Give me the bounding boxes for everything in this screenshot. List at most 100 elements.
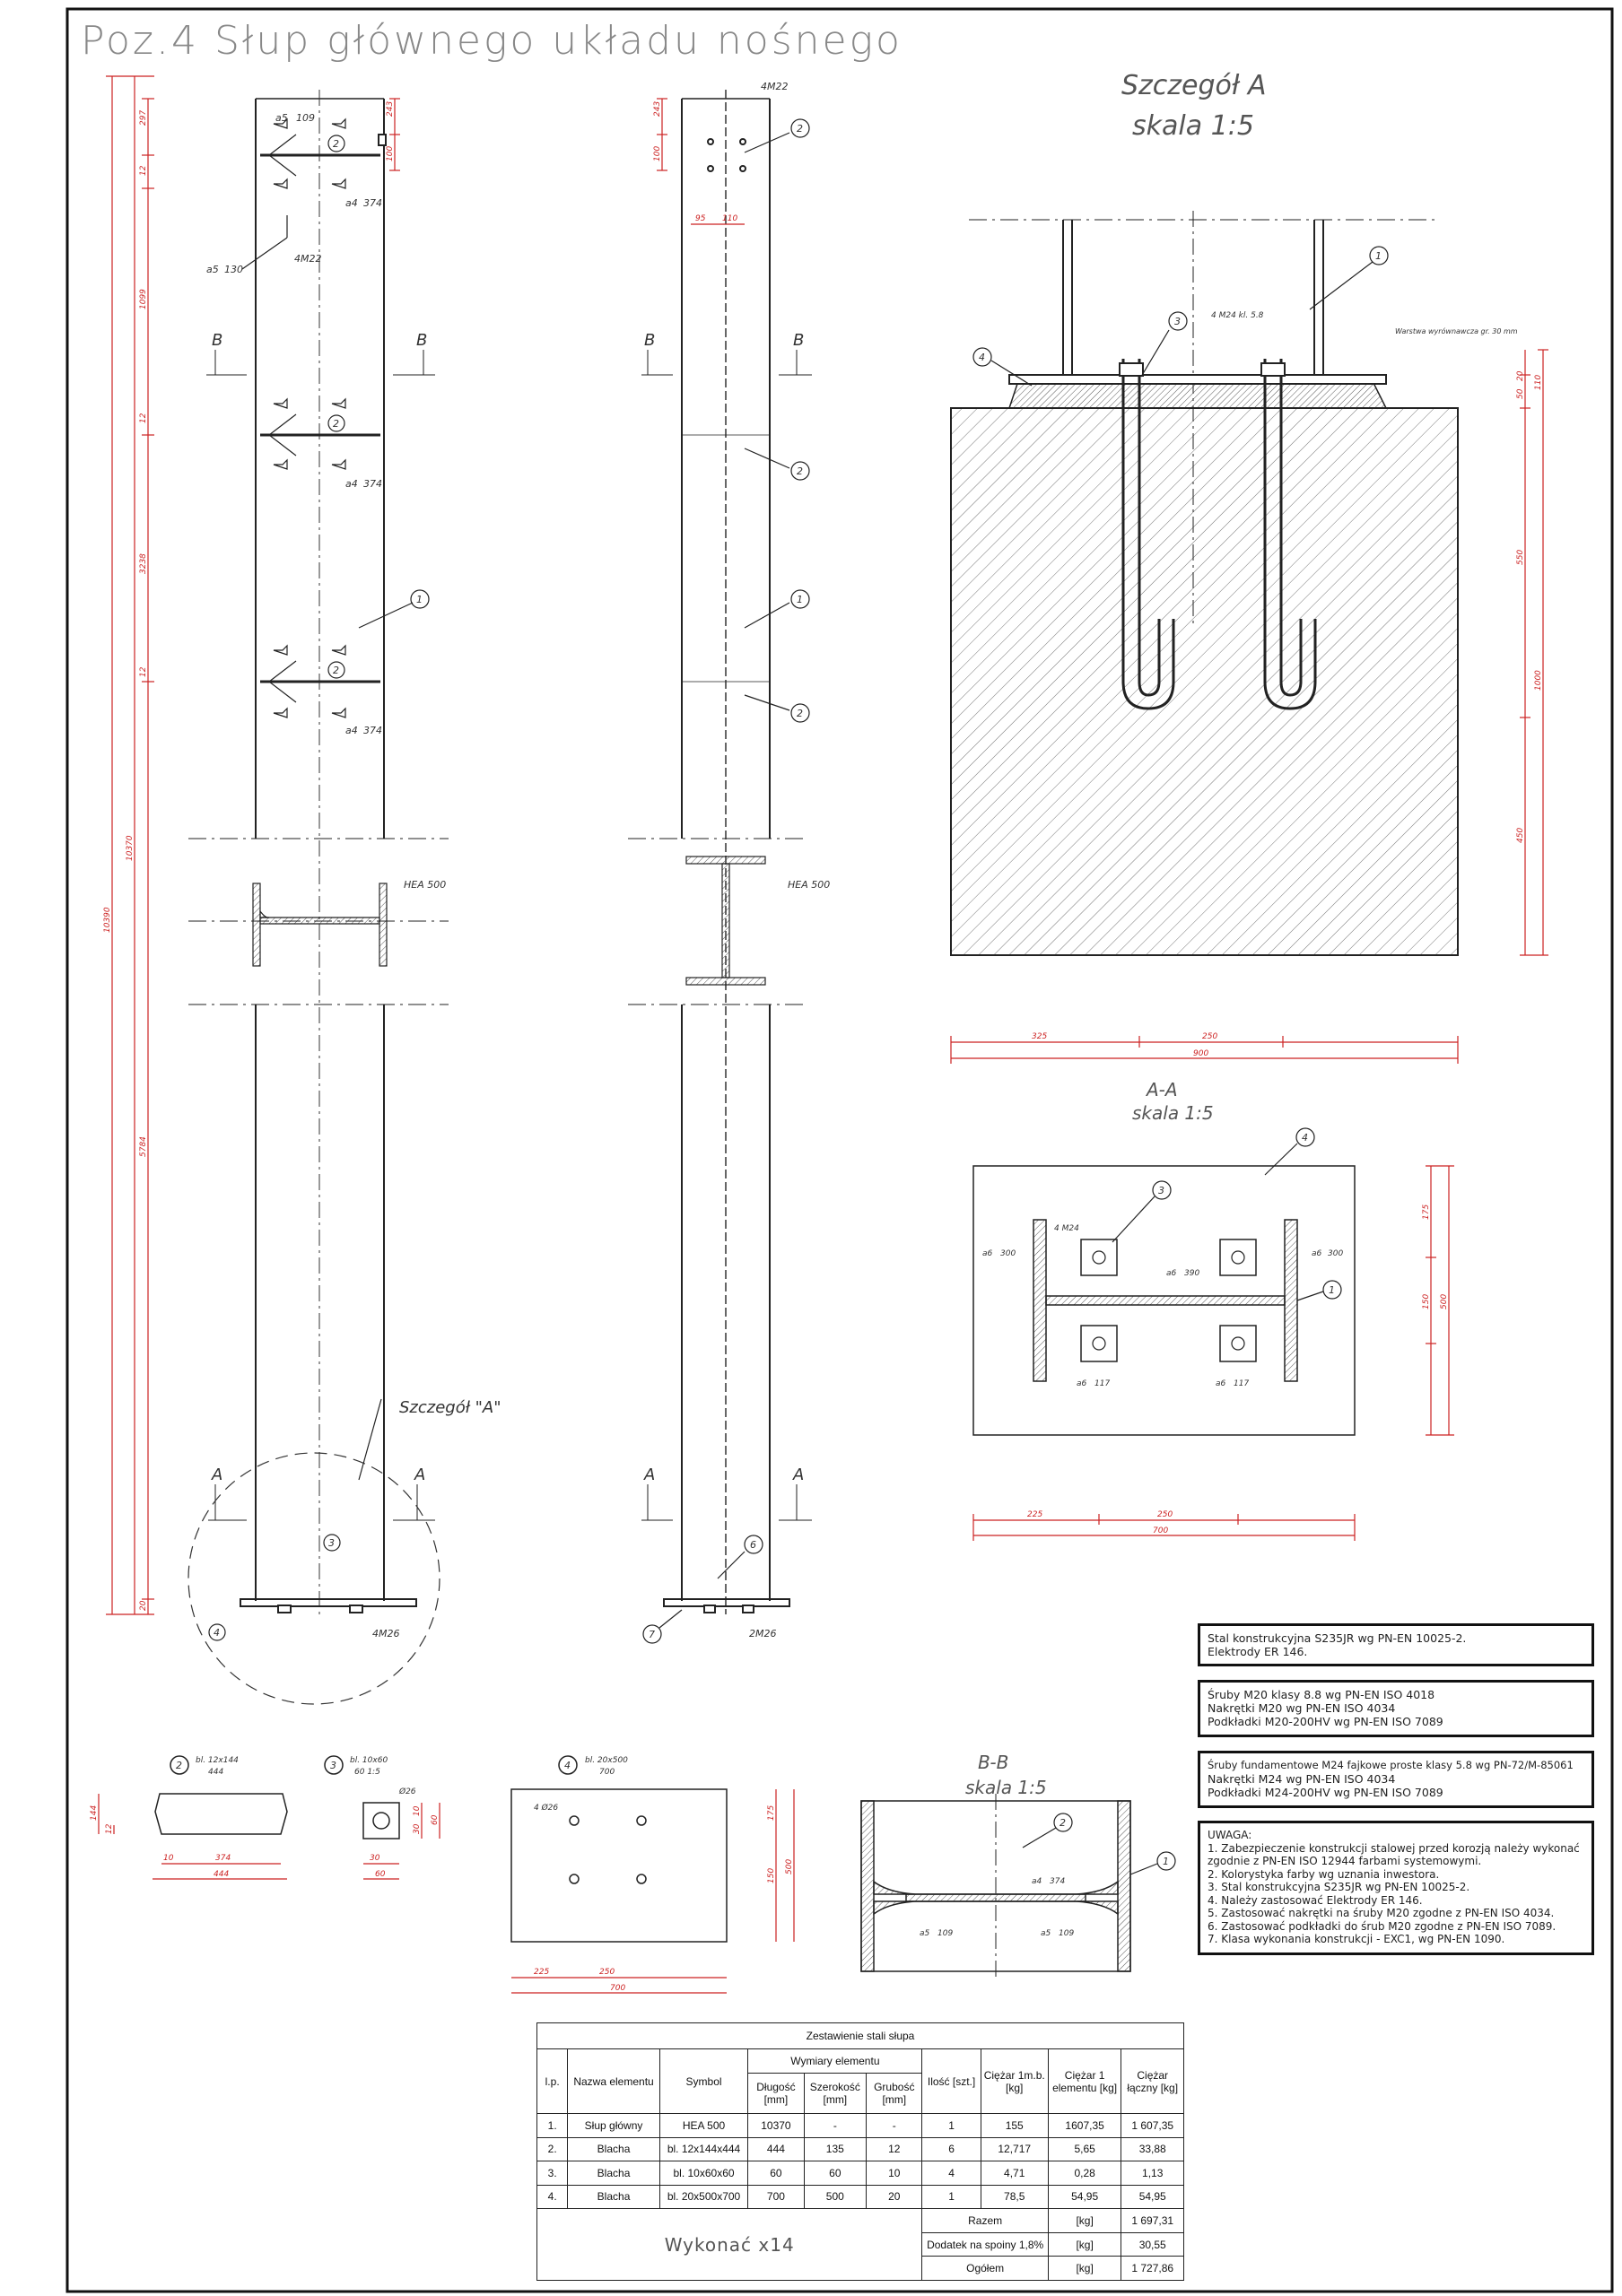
detail-a-dim-1000: 1000: [1534, 670, 1543, 691]
elevation-side: [628, 90, 812, 1644]
dim-12b: 12: [139, 413, 148, 423]
detail-a-title: Szczegół A: [1121, 70, 1267, 101]
dim-100: 100: [386, 146, 395, 161]
side-dim-110: 110: [722, 214, 737, 223]
section-bb-drawing: [860, 1794, 1176, 1978]
side-anchor-top: 4M22: [761, 81, 789, 92]
bom-cell: 12,717: [980, 2136, 1049, 2162]
detail-a-dim-450: 450: [1516, 828, 1525, 843]
plate4-dim-175: 175: [767, 1805, 776, 1821]
bom-cell: Blacha: [567, 2136, 660, 2162]
balloon-2b: 2: [333, 418, 339, 430]
plate-2: [154, 1755, 288, 1835]
bom-cell: 155: [980, 2112, 1049, 2138]
detail-a-balloon-3: 3: [1174, 316, 1181, 327]
bom-dodatek-unit: [kg]: [1047, 2231, 1122, 2257]
dim-5784: 5784: [139, 1136, 148, 1157]
plate2-dim-10: 10: [163, 1854, 174, 1863]
section-b-right: B: [416, 331, 427, 350]
bb-weld-109-right: 109: [1059, 1929, 1074, 1938]
note-anchors-line: Nakrętki M24 wg PN-EN ISO 4034: [1208, 1772, 1396, 1786]
bom-cell: Słup główny: [567, 2112, 660, 2138]
weld-a4-top: a4: [345, 197, 358, 209]
detail-a-drawing: [950, 211, 1459, 956]
note-uwaga-line: 7. Klasa wykonania konstrukcji - EXC1, w…: [1208, 1933, 1505, 1945]
aa-bolt: 4 M24: [1054, 1224, 1079, 1233]
bom-cell: 12: [866, 2136, 923, 2162]
plate2-dim-12: 12: [105, 1823, 114, 1834]
aa-balloon-4: 4: [1302, 1132, 1308, 1144]
detail-a-dim-110: 110: [1534, 375, 1543, 390]
plate3-dim-30b: 30: [370, 1854, 380, 1863]
section-bb-scale: skala 1:5: [965, 1777, 1047, 1798]
bom-razem-label: Razem: [921, 2208, 1049, 2233]
note-bolts-line: Nakrętki M20 wg PN-EN ISO 4034: [1208, 1701, 1396, 1715]
detail-a-dim-250: 250: [1202, 1032, 1217, 1041]
aa-dim-175: 175: [1422, 1205, 1431, 1220]
note-uwaga-line: 5. Zastosować nakrętki na śruby M20 zgod…: [1208, 1907, 1555, 1919]
steel-schedule-table: Zestawienie stali słupa l.p. Nazwa eleme…: [536, 2022, 1184, 2281]
weld-374-low: 374: [363, 725, 382, 736]
bom-h-wid: Szerokość [mm]: [803, 2072, 868, 2114]
detail-a-dim-325: 325: [1032, 1032, 1047, 1041]
bom-cell: 700: [747, 2184, 805, 2210]
aa-dim-500: 500: [1440, 1294, 1449, 1309]
plate2-dim-374: 374: [215, 1854, 231, 1863]
plate3-dim-60: 60: [431, 1814, 440, 1825]
aa-weld-117-bl: 117: [1094, 1379, 1110, 1388]
weld-130: 130: [224, 264, 243, 275]
anchor-4m26: 4M26: [372, 1628, 400, 1639]
plate4-dim-700: 700: [610, 1984, 625, 1993]
detail-a-grout-note: Warstwa wyrównawcza gr. 30 mm: [1395, 326, 1518, 335]
bb-weld-a5-left: a5: [920, 1929, 930, 1938]
note-steel-line: Elektrody ER 146.: [1208, 1645, 1308, 1658]
sheet-border: [65, 7, 1614, 2293]
bom-h-dims: Wymiary elementu: [747, 2048, 923, 2074]
detail-a-balloon-4: 4: [979, 352, 985, 363]
side-dim-100: 100: [653, 146, 662, 161]
dim-10370: 10370: [126, 835, 135, 861]
side-balloon-7: 7: [649, 1629, 655, 1640]
aa-weld-390: 390: [1184, 1269, 1199, 1278]
detail-a-scale: skala 1:5: [1132, 110, 1254, 142]
side-anchor-label: 2M26: [749, 1628, 777, 1639]
aa-dim-250: 250: [1157, 1510, 1173, 1519]
aa-weld-a6-mid: a6: [1166, 1269, 1177, 1278]
plate3-num: 3: [330, 1760, 336, 1771]
bom-cell: 1: [921, 2112, 981, 2138]
detail-a-label: Szczegół "A": [399, 1398, 501, 1417]
aa-balloon-1: 1: [1329, 1284, 1335, 1296]
note-uwaga-line: 6. Zastosować podkładki do śrub M20 zgod…: [1208, 1919, 1557, 1933]
bom-cell: bl. 10x60x60: [658, 2161, 749, 2186]
dim-10390: 10390: [103, 907, 112, 933]
bom-h-symbol: Symbol: [658, 2048, 749, 2114]
plate2-dim-144: 144: [90, 1805, 99, 1821]
bom-cell: 4,71: [980, 2161, 1049, 2186]
bom-cell: 60: [747, 2161, 805, 2186]
aa-weld-a6-bl: a6: [1077, 1379, 1087, 1388]
balloon-2a: 2: [333, 138, 339, 150]
bom-cell: 33,88: [1121, 2136, 1184, 2162]
balloon-1: 1: [416, 594, 423, 605]
bom-cell: 3.: [536, 2161, 569, 2186]
weld-374-mid: 374: [363, 478, 382, 490]
balloon-2c: 2: [333, 665, 339, 676]
note-steel: Stal konstrukcyjna S235JR wg PN-EN 10025…: [1198, 1623, 1594, 1666]
aa-balloon-3: 3: [1158, 1185, 1164, 1196]
note-bolts-line: Podkładki M20-200HV wg PN-EN ISO 7089: [1208, 1715, 1443, 1728]
bom-ogolem-label: Ogółem: [921, 2256, 1049, 2281]
note-uwaga-line: UWAGA:: [1208, 1829, 1252, 1841]
bb-weld-109-left: 109: [937, 1929, 953, 1938]
bom-ogolem-val: 1 727,86: [1121, 2256, 1184, 2281]
bom-cell: 1 607,35: [1121, 2112, 1184, 2138]
aa-dim-700: 700: [1153, 1526, 1168, 1535]
plate3-dim-10: 10: [413, 1805, 422, 1816]
side-balloon-6: 6: [750, 1539, 756, 1551]
plate4-num: 4: [564, 1760, 571, 1771]
page-title: Poz.4 Słup głównego układu nośnego: [81, 18, 903, 64]
plate3-sub: 60 1:5: [354, 1768, 380, 1777]
bom-cell: 0,28: [1047, 2161, 1122, 2186]
plate4-dim-225: 225: [534, 1968, 549, 1977]
bom-ogolem-unit: [kg]: [1047, 2256, 1122, 2281]
